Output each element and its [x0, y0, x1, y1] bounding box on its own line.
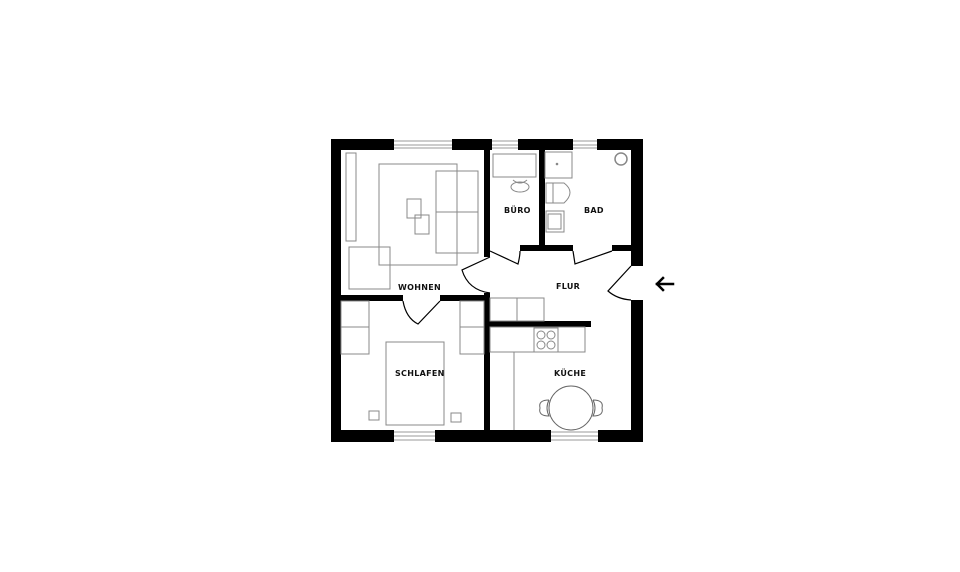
table-1 [406, 198, 422, 219]
wall-wohnen-buero [484, 139, 490, 257]
label-buero: BÜRO [504, 205, 531, 215]
counter [489, 326, 586, 353]
shower [544, 151, 573, 179]
label-schlafen: SCHLAFEN [395, 369, 445, 378]
label-flur: FLUR [556, 282, 580, 291]
label-bad: BAD [584, 206, 604, 215]
wardrobe-left-1 [340, 300, 370, 328]
armchair [348, 246, 391, 290]
sofa-bottom [435, 211, 479, 254]
arrow-left-icon [655, 276, 675, 292]
wall-wohnen-schlafen-right [440, 295, 490, 301]
wall-bottom-3 [598, 430, 643, 442]
desk [492, 153, 537, 178]
burner-3 [536, 340, 546, 350]
wall-buero-bottom [520, 245, 545, 251]
doors [402, 250, 632, 325]
wall-buero-bad [539, 139, 545, 251]
furniture [340, 151, 628, 431]
window-buero [492, 140, 518, 149]
wall-bad-bottom-right [612, 245, 632, 251]
windows [394, 140, 598, 441]
window-kueche [551, 431, 598, 441]
door-buero [489, 250, 521, 265]
hall-cabinet-1 [489, 297, 518, 322]
nightstand-left [368, 410, 380, 421]
shower-drain [555, 162, 559, 166]
nightstand-right [450, 412, 462, 423]
burner-1 [536, 330, 546, 340]
wardrobe-right-1 [459, 300, 485, 328]
burner-4 [546, 340, 556, 350]
sink-inner [547, 213, 562, 230]
wall-schlafen-kueche [484, 293, 490, 433]
wall-bottom-2 [435, 430, 551, 442]
table-2 [414, 214, 430, 235]
window-wohnen [394, 140, 452, 149]
sink [545, 210, 565, 233]
wall-left [331, 139, 341, 442]
office-chair-back [512, 179, 528, 184]
wall-top-2 [452, 139, 492, 150]
wall-right-upper [631, 139, 643, 266]
toilet [545, 182, 571, 204]
walls [331, 139, 643, 442]
door-schlafen [402, 300, 441, 325]
rug [378, 163, 458, 266]
wardrobe-right-2 [459, 326, 485, 355]
wall-bad-bottom-left [545, 245, 573, 251]
hall-cabinet-2 [516, 297, 545, 322]
chair-right [592, 399, 603, 417]
bed [385, 341, 445, 426]
label-wohnen: WOHNEN [398, 283, 441, 292]
window-bad [573, 140, 597, 149]
wall-right-lower [631, 300, 643, 442]
label-kueche: KÜCHE [554, 368, 586, 378]
wardrobe-left-2 [340, 326, 370, 355]
wall-wohnen-schlafen-left [341, 295, 403, 301]
wall-top-3 [518, 139, 573, 150]
wall-bottom-1 [331, 430, 394, 442]
door-entrance [607, 265, 632, 301]
wall-kueche-top [490, 321, 591, 327]
bathtub-drain [614, 152, 628, 166]
dining-table [548, 385, 594, 431]
room-labels: WOHNEN BÜRO BAD FLUR SCHLAFEN KÜCHE [395, 205, 604, 378]
wall-top-1 [331, 139, 394, 150]
shelf [345, 152, 357, 242]
office-chair [510, 181, 530, 193]
chair-left [539, 399, 550, 417]
wall-top-4 [597, 139, 643, 150]
window-schlafen [394, 431, 435, 441]
door-wohnen [461, 256, 491, 294]
burner-2 [546, 330, 556, 340]
stove [533, 327, 559, 353]
door-bad [572, 250, 613, 265]
